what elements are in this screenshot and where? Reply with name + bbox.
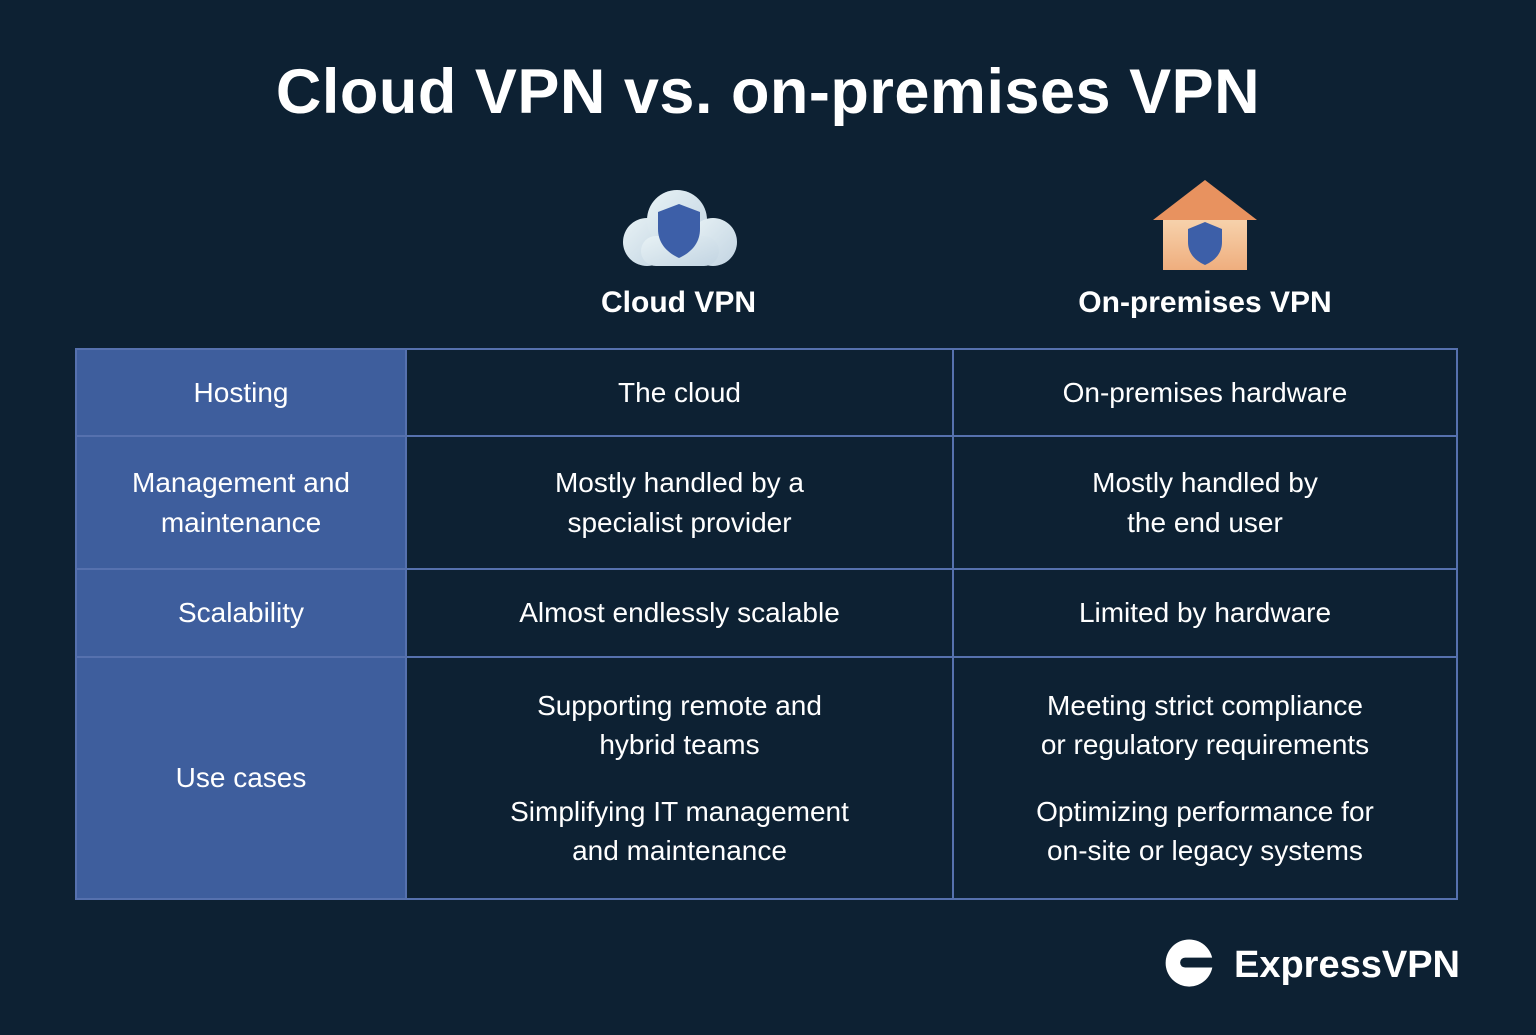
use-case-item: Optimizing performance for on-site or le… [1036,796,1374,867]
cloud-column-header: Cloud VPN [405,178,952,320]
row-header-use-cases: Use cases [77,658,407,898]
use-case-item: Supporting remote and hybrid teams [537,689,822,760]
comparison-table: Hosting The cloud On-premises hardware M… [75,348,1458,900]
scalability-cloud-cell: Almost endlessly scalable [407,570,954,658]
usecases-cloud-cell: Supporting remote and hybrid teams Simpl… [407,658,954,898]
management-cloud-cell: Mostly handled by a specialist provider [407,437,954,570]
footer-brand: ExpressVPN [1162,934,1460,997]
expressvpn-logo-icon [1162,934,1220,997]
cloud-shield-icon [613,178,745,272]
use-case-item: Simplifying IT management and maintenanc… [510,796,849,867]
usecases-onprem-cell: Meeting strict compliance or regulatory … [954,658,1456,898]
expressvpn-wordmark: ExpressVPN [1233,944,1460,986]
row-header-hosting: Hosting [77,350,407,437]
row-header-management: Management and maintenance [77,437,407,570]
use-case-item: Meeting strict compliance or regulatory … [1040,689,1370,760]
onprem-column-label: On-premises VPN [1078,286,1332,319]
row-header-scalability: Scalability [77,570,407,658]
management-onprem-cell: Mostly handled by the end user [954,437,1456,570]
hosting-onprem-cell: On-premises hardware [954,350,1456,437]
house-shield-icon [1147,178,1263,272]
page-title: Cloud VPN vs. on-premises VPN [275,57,1261,127]
onprem-column-header: On-premises VPN [952,178,1458,320]
hosting-cloud-cell: The cloud [407,350,954,437]
cloud-column-label: Cloud VPN [601,286,756,319]
scalability-onprem-cell: Limited by hardware [954,570,1456,658]
